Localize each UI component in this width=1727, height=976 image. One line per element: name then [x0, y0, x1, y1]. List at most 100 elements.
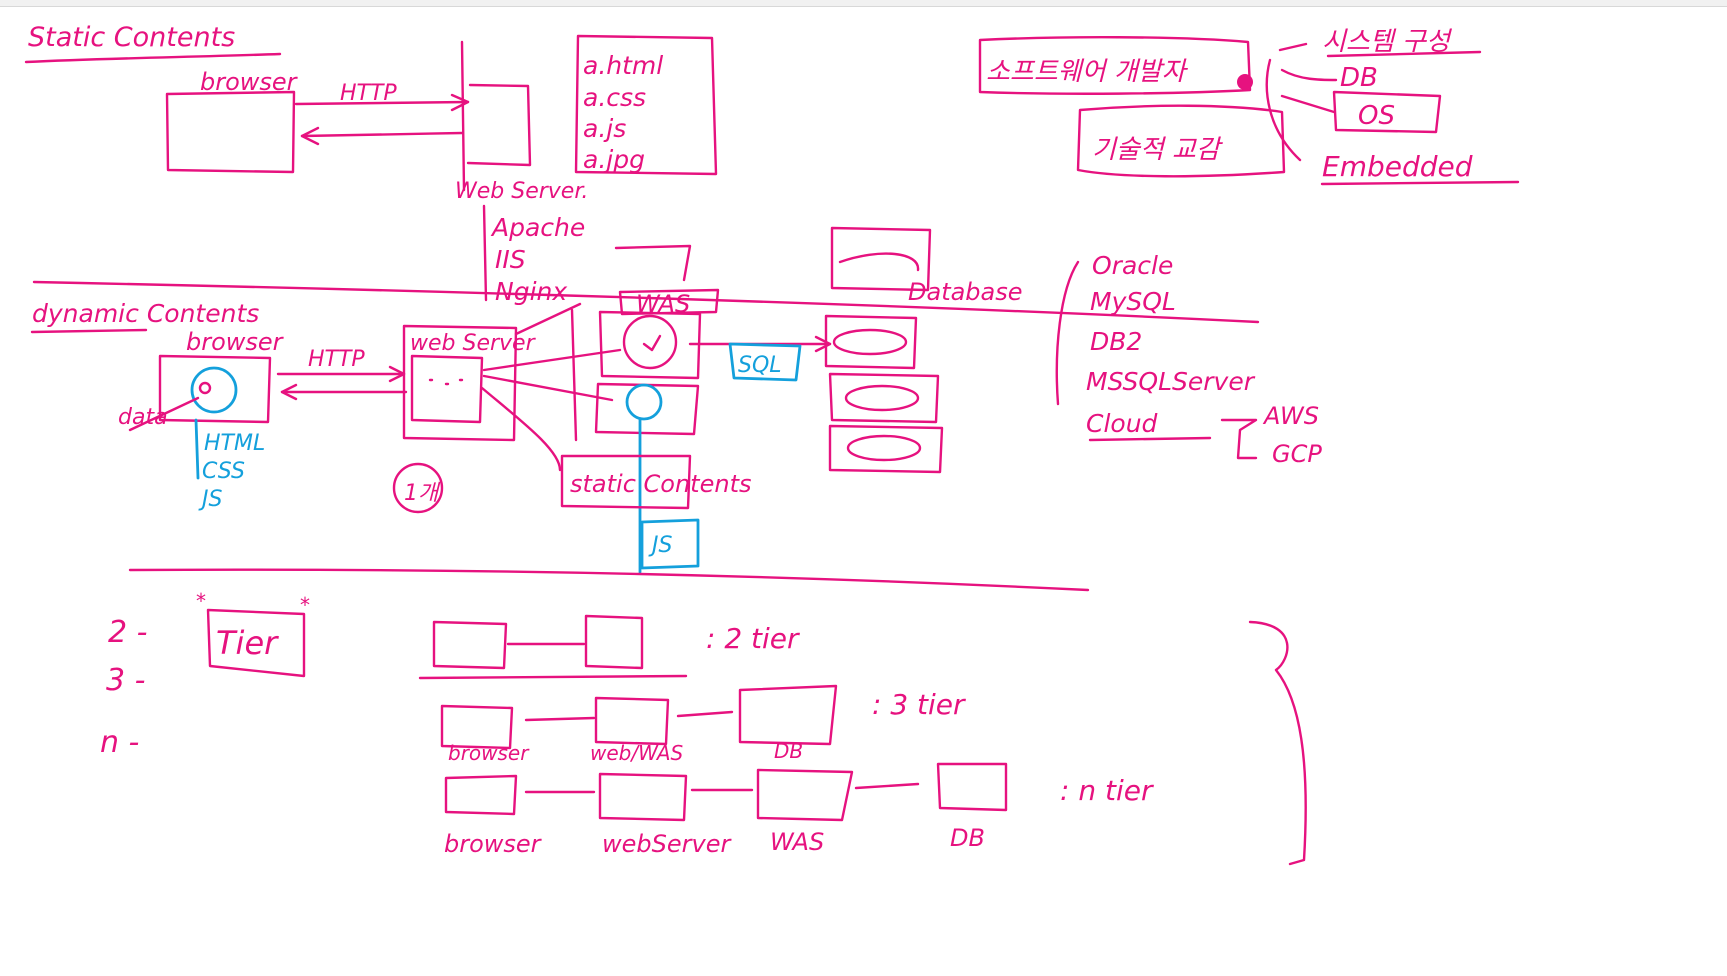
was-blue-circle — [625, 383, 663, 421]
web-server-inner-marks — [428, 378, 464, 386]
notes-arrow-2 — [1280, 68, 1338, 82]
was-flag-shape — [614, 244, 692, 282]
db-oracle: Oracle — [1092, 251, 1173, 280]
one-item-circle — [392, 462, 444, 514]
three-tier-webwas-label: web/WAS — [590, 741, 684, 765]
server-list-bracket — [482, 204, 488, 302]
client-tech-html: HTML — [204, 431, 265, 456]
static-http-request-arrow — [294, 100, 470, 106]
web-to-was-upper-line — [514, 302, 582, 336]
was-to-db-arrowhead — [814, 335, 832, 353]
cloud-underline — [1088, 436, 1212, 442]
web-to-was-arrow-2 — [482, 374, 614, 402]
n-tier-box-3 — [756, 768, 854, 822]
db-box-3-cylinder — [844, 384, 920, 412]
tech-exchange-note: 기술적 교감 — [1092, 135, 1223, 165]
notes-arrow-3 — [1280, 94, 1336, 114]
three-tier-db-label: DB — [774, 739, 803, 763]
notes-arrow-1 — [1278, 42, 1308, 52]
static-contents-box — [560, 454, 692, 510]
db-mysql: MySQL — [1090, 287, 1176, 316]
note-item-os: OS — [1358, 101, 1395, 131]
data-label: data — [118, 405, 168, 430]
database-label: Database — [908, 278, 1023, 306]
three-tier-box-3 — [738, 684, 838, 746]
js-box — [640, 518, 700, 570]
dynamic-http-response-arrowhead — [280, 383, 298, 401]
three-tier-browser-label: browser — [448, 741, 530, 765]
client-tech-bracket — [194, 418, 200, 480]
was-box-top — [598, 310, 702, 380]
n-tier-label: : n tier — [1060, 774, 1154, 807]
tier-title: Tier — [216, 624, 279, 662]
note-item-embedded: Embedded — [1322, 150, 1473, 183]
js-label: JS — [648, 533, 672, 558]
three-tier-box-1 — [440, 704, 514, 750]
static-heading-underline — [24, 52, 282, 64]
tier-level-2: 2 - — [108, 615, 147, 650]
tier-summary-brace — [1248, 620, 1307, 866]
tier-star-left: * — [196, 589, 206, 613]
dynamic-web-server-label: web Server — [410, 331, 537, 356]
dynamic-browser-label: browser — [186, 328, 285, 356]
n-tier-box-4 — [936, 762, 1008, 812]
software-dev-note: 소프트웨어 개발자 — [986, 57, 1189, 87]
web-to-static-arrow — [480, 386, 562, 472]
two-tier-box-1 — [432, 620, 508, 670]
three-tier-box-2 — [594, 696, 670, 746]
static-server-divider — [460, 40, 466, 192]
static-files-box — [574, 34, 718, 176]
db-box-1-curve — [838, 252, 920, 272]
static-contents-heading: Static Contents — [28, 22, 235, 53]
n-tier-db-label: DB — [950, 824, 985, 852]
two-tier-underline — [418, 674, 688, 680]
dynamic-http-label: HTTP — [308, 347, 365, 372]
two-tier-box-2 — [584, 614, 644, 670]
n-tier-box-2 — [598, 772, 688, 822]
section-divider-top — [32, 280, 1260, 324]
static-contents-label: static Contents — [570, 470, 751, 498]
two-tier-label: : 2 tier — [706, 622, 800, 655]
file-jpg: a.jpg — [583, 145, 645, 174]
server-nginx: Nginx — [495, 277, 567, 306]
browser-red-dot — [198, 381, 212, 395]
tier-level-3: 3 - — [106, 663, 145, 698]
n-tier-webserver-label: webServer — [602, 830, 732, 858]
client-tech-css: CSS — [202, 459, 245, 484]
notes-connector — [1265, 58, 1302, 162]
db-box-4-cylinder — [846, 434, 922, 462]
static-http-response-arrow — [300, 131, 464, 138]
db-cloud: Cloud — [1086, 409, 1158, 438]
file-js: a.js — [583, 114, 626, 143]
three-tier-arrow-2 — [676, 710, 734, 718]
dynamic-web-server-outer — [402, 324, 518, 442]
server-iis: IIS — [495, 245, 526, 274]
was-check-icon — [642, 334, 662, 352]
tier-title-box — [206, 608, 306, 678]
os-box — [1332, 90, 1442, 134]
cloud-gcp: GCP — [1272, 440, 1322, 468]
one-item-badge: 1개 — [404, 481, 441, 506]
server-apache: Apache — [490, 213, 585, 242]
static-http-response-arrowhead — [300, 126, 320, 146]
browser-blue-circle — [190, 366, 238, 414]
was-process-circle — [622, 314, 678, 370]
sql-label: SQL — [738, 353, 782, 378]
window-top-bar — [0, 0, 1727, 7]
static-web-server-label: Web Server. — [455, 179, 588, 204]
db-box-2-cylinder — [832, 328, 908, 356]
db-box-1 — [830, 226, 932, 292]
file-css: a.css — [583, 83, 646, 112]
web-to-was-arrow-1 — [482, 348, 622, 372]
db-mssqlserver: MSSQLServer — [1086, 367, 1256, 396]
embedded-underline — [1320, 180, 1520, 186]
tier-level-n: n - — [100, 725, 139, 760]
was-left-bracket — [570, 308, 578, 442]
dynamic-heading-underline — [30, 328, 148, 334]
note-dot — [1237, 74, 1253, 90]
n-tier-arrow-3 — [854, 782, 920, 790]
section-divider-bottom — [128, 568, 1090, 592]
dynamic-web-server-inner — [410, 354, 484, 424]
tech-exchange-bubble — [1076, 104, 1286, 178]
